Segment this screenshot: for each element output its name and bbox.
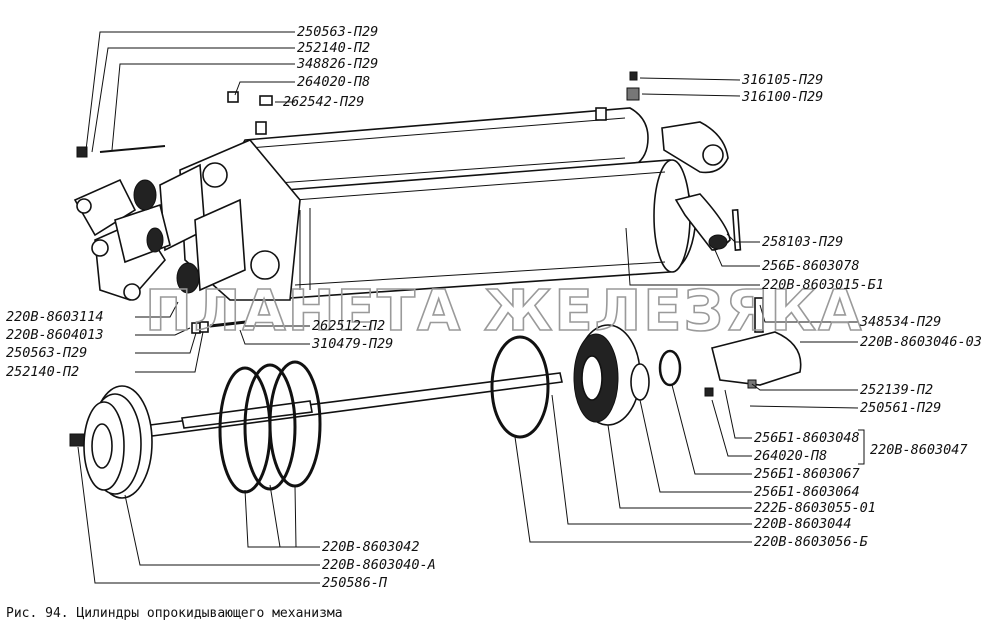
part-label: 252139-П2 — [860, 382, 933, 398]
part-label: 256Б-8603078 — [762, 258, 860, 274]
cylinder-heads — [159, 139, 301, 301]
watermark-text: ПЛАНЕТА ЖЕЛЕЗЯКА — [145, 279, 863, 344]
lower-cylinder — [277, 159, 696, 299]
group-label: 220В-8603047 — [870, 442, 968, 458]
rod-end-fork — [704, 297, 802, 397]
part-label: 258103-П29 — [762, 234, 843, 250]
part-label: 316105-П29 — [741, 72, 823, 88]
small-fasteners — [76, 71, 640, 334]
part-label: 222Б-8603055-01 — [754, 500, 876, 516]
part-label: 252140-П2 — [6, 364, 79, 380]
part-label: 220В-8603040-А — [322, 557, 436, 573]
upper-fork-bracket — [661, 121, 729, 174]
leader-lines — [77, 31, 865, 584]
part-label: 250563-П29 — [6, 345, 87, 361]
piston-rings — [218, 360, 322, 494]
part-label: 348534-П29 — [859, 314, 941, 330]
part-label: 220В-8603056-Б — [754, 534, 868, 550]
part-label: 220В-8603046-03 — [860, 334, 982, 350]
part-label: 220В-8604013 — [6, 327, 104, 343]
part-label: 310479-П29 — [311, 336, 393, 352]
part-label: 256Б1-8603064 — [754, 484, 860, 500]
figure-caption: Рис. 94. Цилиндры опрокидывающего механи… — [6, 606, 343, 621]
part-label: 250586-П — [322, 575, 388, 591]
part-label: 316100-П29 — [741, 89, 823, 105]
part-label: 256Б1-8603048 — [754, 430, 860, 446]
part-label: 262542-П29 — [283, 94, 364, 110]
part-label: 256Б1-8603067 — [754, 466, 860, 482]
part-label: 250561-П29 — [860, 400, 941, 416]
gland — [573, 324, 641, 426]
part-label: 252140-П2 — [297, 40, 370, 56]
part-label: 348826-П29 — [296, 56, 378, 72]
part-label: 264020-П8 — [754, 448, 827, 464]
piston — [83, 385, 153, 499]
large-seal-ring — [490, 335, 550, 439]
rod-assembly — [149, 372, 563, 437]
part-label: 220В-8603015-Б1 — [762, 277, 884, 293]
part-labels: 250563-П29 252140-П2 348826-П29 264020-П… — [6, 24, 982, 591]
part-label: 262512-П2 — [312, 318, 385, 334]
rod-nut — [69, 433, 85, 447]
part-label: 264020-П8 — [297, 74, 370, 90]
part-label: 220В-8603114 — [6, 309, 104, 325]
pin-and-cotter — [674, 193, 742, 251]
part-label: 250563-П29 — [297, 24, 378, 40]
part-label: 220В-8603042 — [322, 539, 420, 555]
part-label: 220В-8603044 — [754, 516, 852, 532]
end-caps — [73, 178, 200, 301]
